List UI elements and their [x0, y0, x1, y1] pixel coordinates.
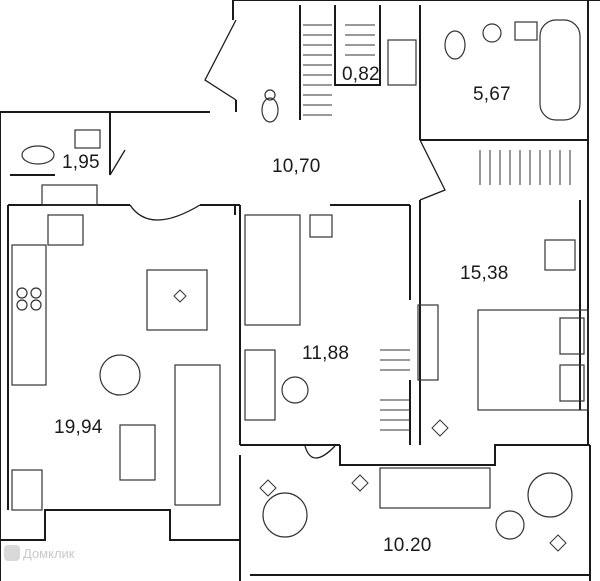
bath-sink	[514, 21, 538, 41]
watermark-text: Домклик	[23, 545, 75, 561]
plant-icon	[351, 474, 369, 492]
wardrobe-hatching	[303, 24, 571, 431]
balcony-sofa	[379, 467, 491, 509]
plant-icon	[173, 289, 187, 303]
pillow	[559, 364, 585, 402]
kitchen-counter	[11, 244, 47, 386]
tv-stand	[417, 304, 439, 381]
pet-icon	[261, 89, 279, 123]
shelf	[41, 184, 98, 206]
bed-single	[244, 214, 301, 326]
plant-icon	[549, 534, 567, 552]
furniture	[11, 19, 589, 540]
dining-table	[146, 269, 208, 331]
door-swings	[109, 19, 446, 459]
armchair	[99, 354, 141, 396]
plant-icon	[431, 419, 449, 437]
toilet-bowl	[21, 145, 55, 165]
study-room-area: 11,88	[302, 343, 350, 364]
double-bed	[477, 309, 589, 411]
balcony-table	[495, 510, 525, 540]
bedroom-area: 15,38	[460, 263, 509, 284]
desk	[244, 349, 276, 421]
domclick-logo-icon	[4, 545, 20, 561]
toilet-sink	[74, 129, 101, 149]
hallway-area: 10,70	[272, 156, 321, 177]
nightstand	[309, 214, 333, 238]
cabinet	[11, 469, 43, 511]
plant-icons	[173, 289, 567, 552]
balcony-area: 10.20	[383, 535, 432, 556]
bathtub	[539, 19, 581, 121]
washing-machine	[387, 39, 417, 86]
watermark: Домклик	[4, 545, 75, 561]
kitchen-living-area: 19,94	[54, 417, 103, 438]
bathroom-toilet	[444, 30, 466, 60]
balcony-chair	[262, 492, 308, 538]
balcony-chair	[527, 472, 573, 518]
kitchen-sink	[47, 214, 84, 246]
toilet-area: 1,95	[62, 152, 100, 173]
bathroom-area: 5,67	[473, 84, 511, 105]
storage-area: 0,82	[342, 64, 380, 85]
bathroom-sink	[482, 23, 502, 43]
coffee-table	[119, 424, 156, 481]
desk-chair	[281, 376, 309, 404]
sofa	[174, 364, 221, 506]
pillow	[559, 317, 585, 355]
plant-icon	[259, 479, 277, 497]
dresser	[544, 239, 576, 271]
